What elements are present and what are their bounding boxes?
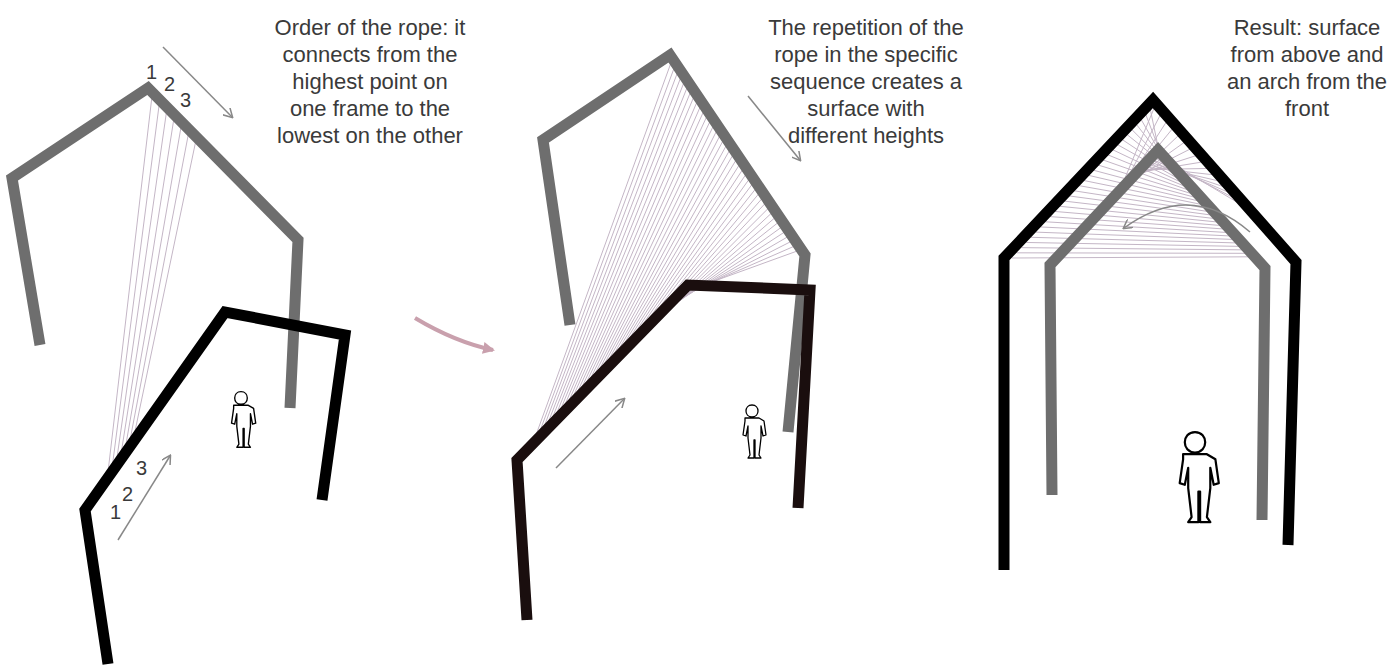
front-frame xyxy=(85,312,345,664)
direction-arrow xyxy=(118,456,170,540)
rope xyxy=(1045,222,1227,233)
rope xyxy=(559,94,695,418)
rope xyxy=(1074,191,1209,212)
person-figure xyxy=(743,405,766,458)
rope xyxy=(563,99,698,414)
back-frame xyxy=(1050,150,1265,520)
callout-number: 3 xyxy=(180,90,191,110)
caption-note: Order of the rope: it connects from the … xyxy=(272,14,468,149)
rope xyxy=(1017,252,1245,253)
callout-number: 2 xyxy=(122,484,133,504)
rope xyxy=(583,123,715,394)
callout-number: 3 xyxy=(136,458,147,478)
rope xyxy=(579,118,712,398)
rope-lines xyxy=(108,60,1250,472)
person-figure xyxy=(1180,432,1219,522)
rope xyxy=(614,162,741,363)
direction-arrow xyxy=(1124,205,1250,232)
person-figure xyxy=(232,392,256,448)
callout-number: 2 xyxy=(164,74,175,94)
back-frame xyxy=(12,88,298,408)
rope xyxy=(594,138,724,383)
rope xyxy=(532,60,672,446)
rope xyxy=(551,84,688,426)
rope xyxy=(590,133,721,387)
rope xyxy=(555,89,691,422)
direction-arrow xyxy=(556,399,624,468)
callout-number: 1 xyxy=(110,502,121,522)
caption-note: Result: surface from above and an arch f… xyxy=(1220,14,1394,122)
rope xyxy=(1031,237,1236,243)
callout-number: 1 xyxy=(146,62,157,82)
transition-arrow xyxy=(415,318,493,350)
direction-arrow xyxy=(163,47,232,117)
rope xyxy=(598,143,728,379)
rope xyxy=(548,79,686,430)
rope xyxy=(1022,248,1243,250)
rope xyxy=(602,148,731,375)
rope xyxy=(587,128,718,391)
rope xyxy=(1012,257,1248,258)
rope xyxy=(125,125,181,448)
rope xyxy=(1041,227,1230,236)
rope xyxy=(1064,201,1214,218)
front-frame xyxy=(517,285,810,620)
caption-note: The repetition of the rope in the specif… xyxy=(768,14,964,149)
front-frame xyxy=(1004,100,1296,570)
back-frame xyxy=(543,55,805,432)
rope xyxy=(1026,242,1239,246)
